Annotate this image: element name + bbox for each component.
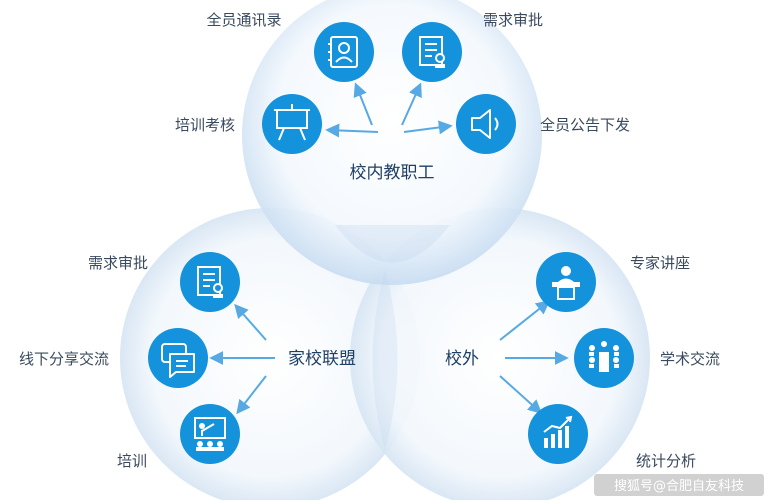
arrow-to-lecture [499,300,551,341]
venn-circle-top [242,0,542,285]
label-approval-left: 需求审批 [88,254,148,272]
label-stats: 统计分析 [636,452,696,470]
meeting-table-icon [574,328,634,388]
label-lecture: 专家讲座 [630,254,690,272]
lecture-podium-icon [536,252,596,312]
chat-bubbles-icon [148,328,208,388]
arrow-to-contacts [353,82,373,126]
label-contacts: 全员通讯录 [206,11,281,29]
overlap-shade [335,225,450,263]
document-approval-icon [180,252,240,312]
arrow-to-stats [499,375,543,414]
arrow-to-approval-left [234,303,267,341]
document-approval-icon [402,22,462,82]
training-presentation-icon [262,94,322,154]
label-sharing: 线下分享交流 [19,350,109,368]
right-circle-title: 校外 [445,349,479,369]
arrow-to-training-left [236,375,267,415]
watermark-bg [594,474,764,496]
label-academic: 学术交流 [660,350,720,368]
growth-chart-icon [528,404,588,464]
top-circle-title: 校内教职工 [350,163,435,183]
arrow-to-announcement [403,120,453,135]
label-approval-top: 需求审批 [483,11,543,29]
watermark: 搜狐号@合肥自友科技 [614,478,744,494]
classroom-icon [180,404,240,464]
overlap-shade-bottom [372,270,398,450]
label-announcement: 全员公告下发 [540,116,630,134]
left-circle-title: 家校联盟 [288,349,356,369]
speaker-announcement-icon [456,94,516,154]
contacts-icon [314,22,374,82]
label-training-top: 培训考核 [175,116,235,134]
label-training-left: 培训 [117,452,147,470]
arrow-to-approval-top [401,82,422,126]
arrow-to-training-top [325,123,379,138]
